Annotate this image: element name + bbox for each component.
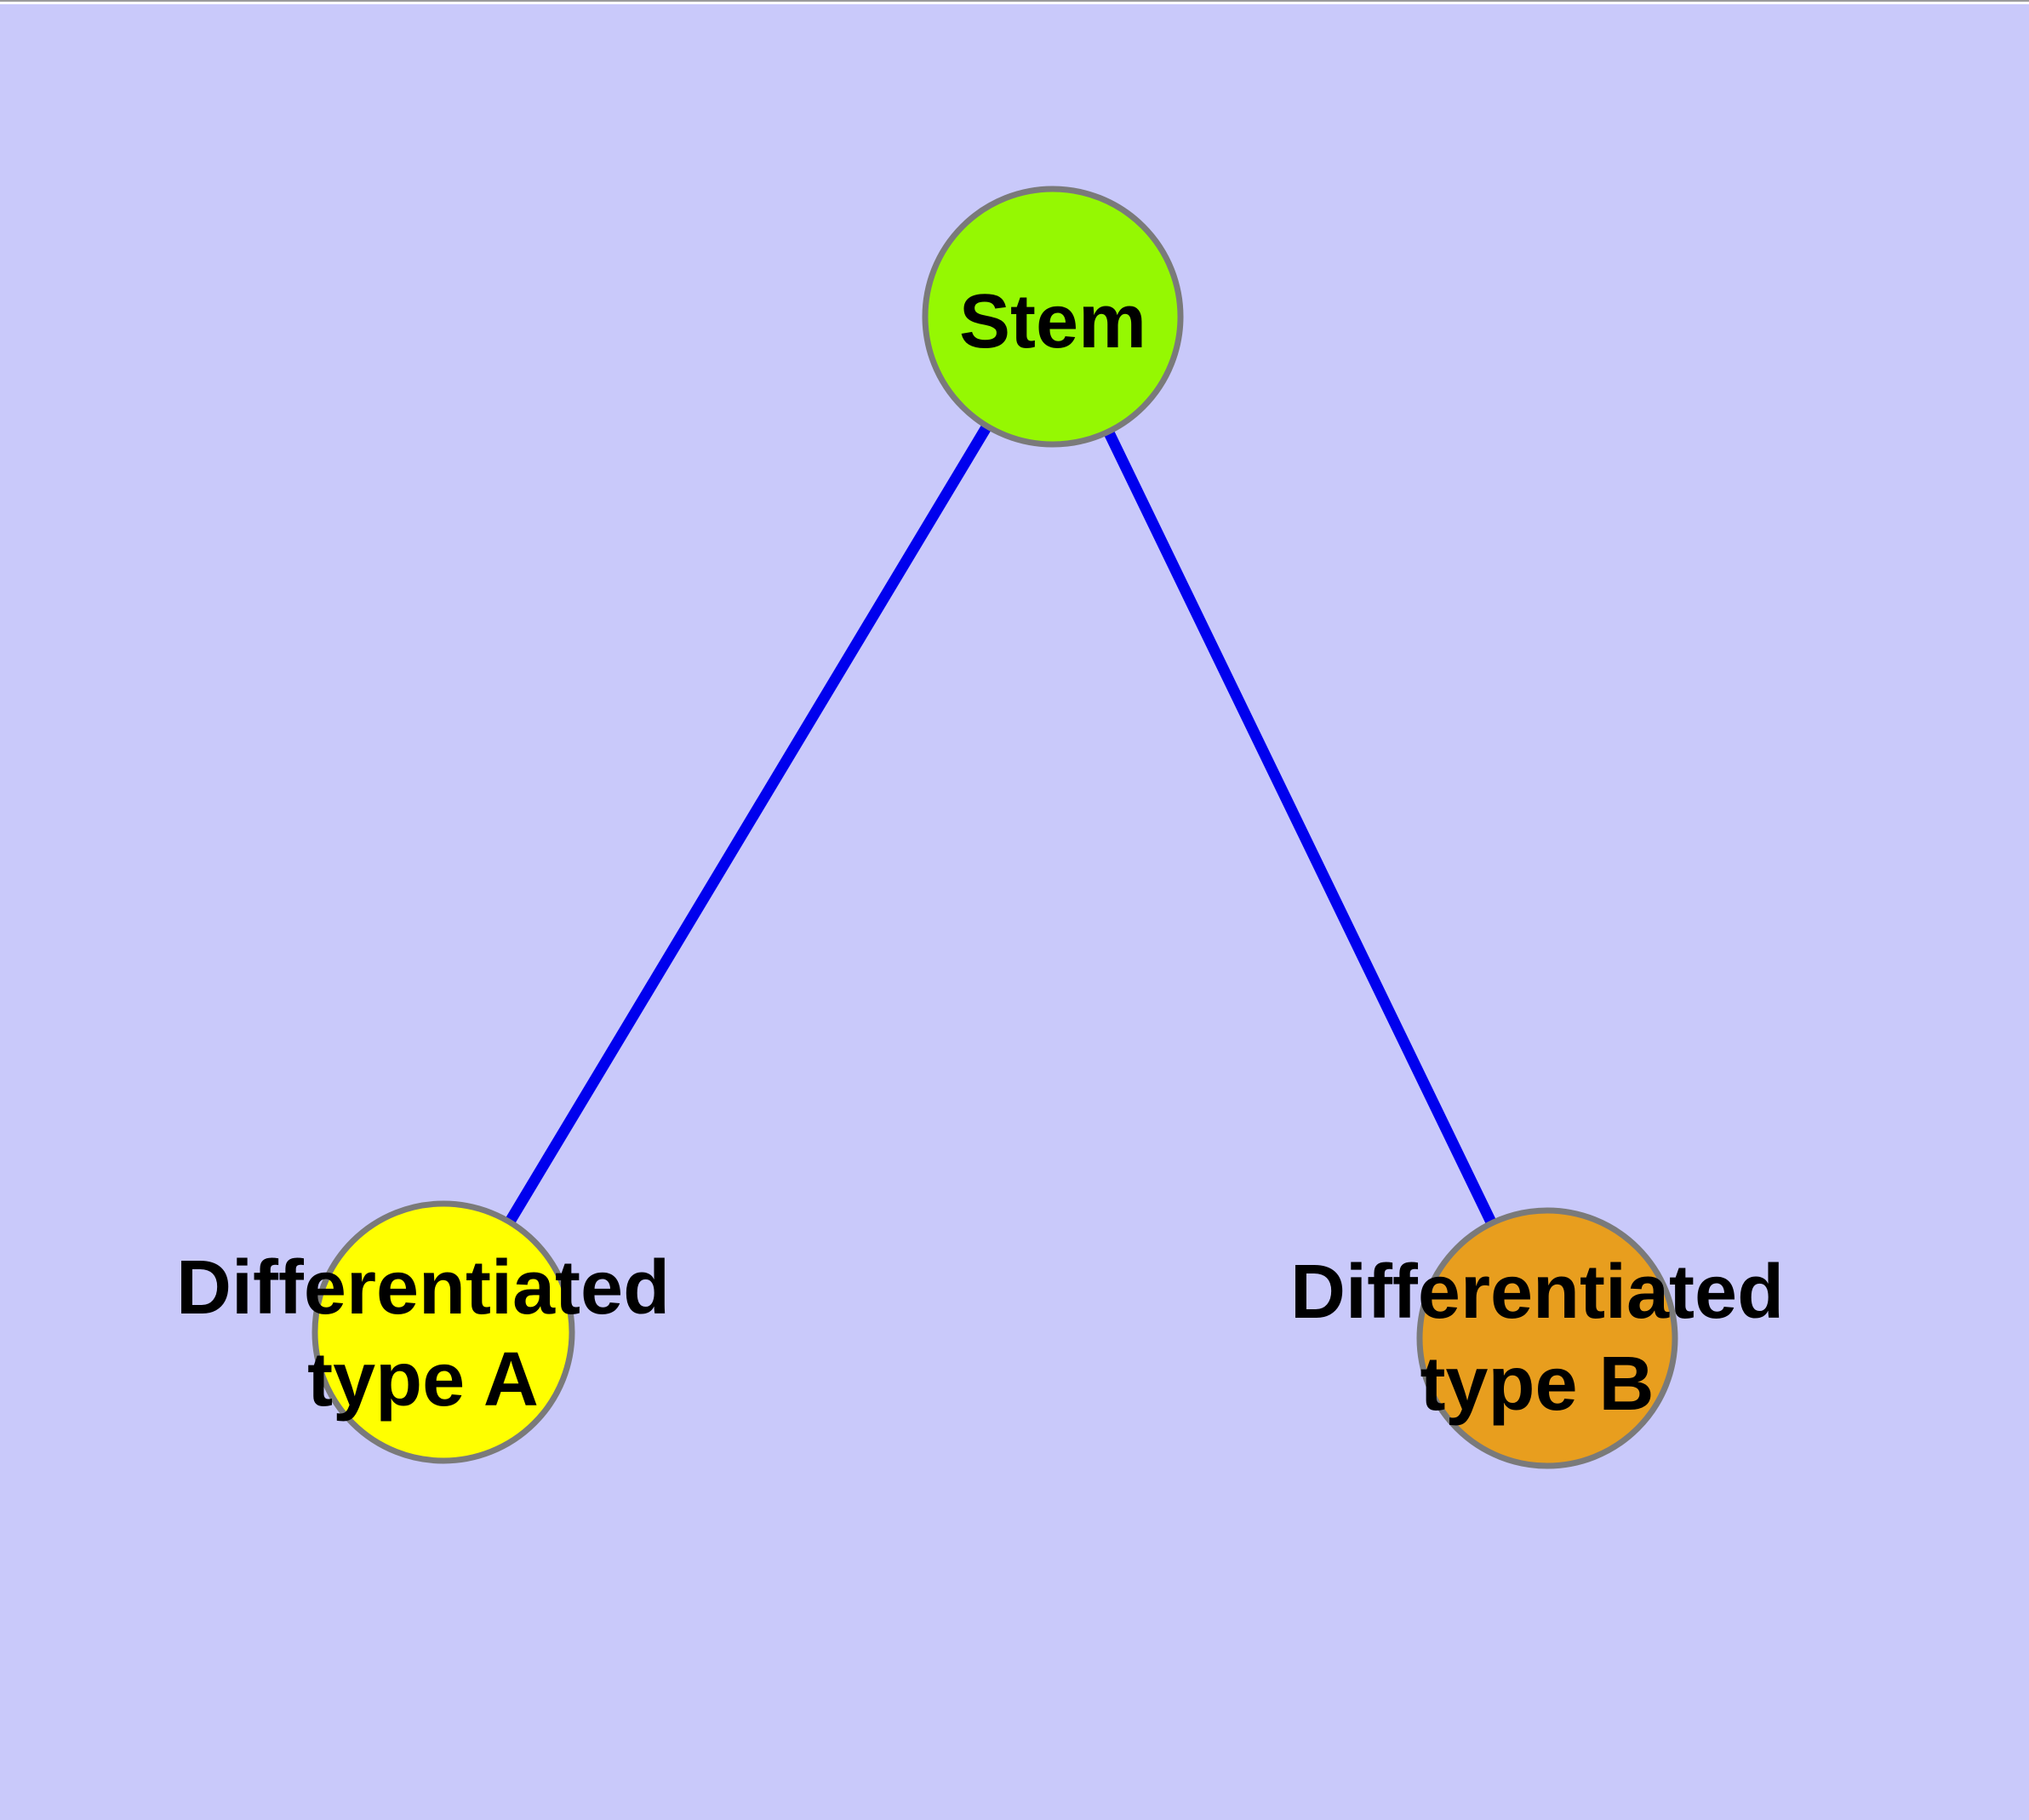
node-circle-type-a: [311, 1200, 575, 1464]
node-circle-type-b: [1416, 1207, 1678, 1469]
window-top-edge: [0, 0, 2029, 4]
edge-stem-to-type-a: [438, 313, 1058, 1336]
edge-stem-to-type-b: [1048, 314, 1552, 1341]
node-circle-stem: [922, 186, 1184, 448]
